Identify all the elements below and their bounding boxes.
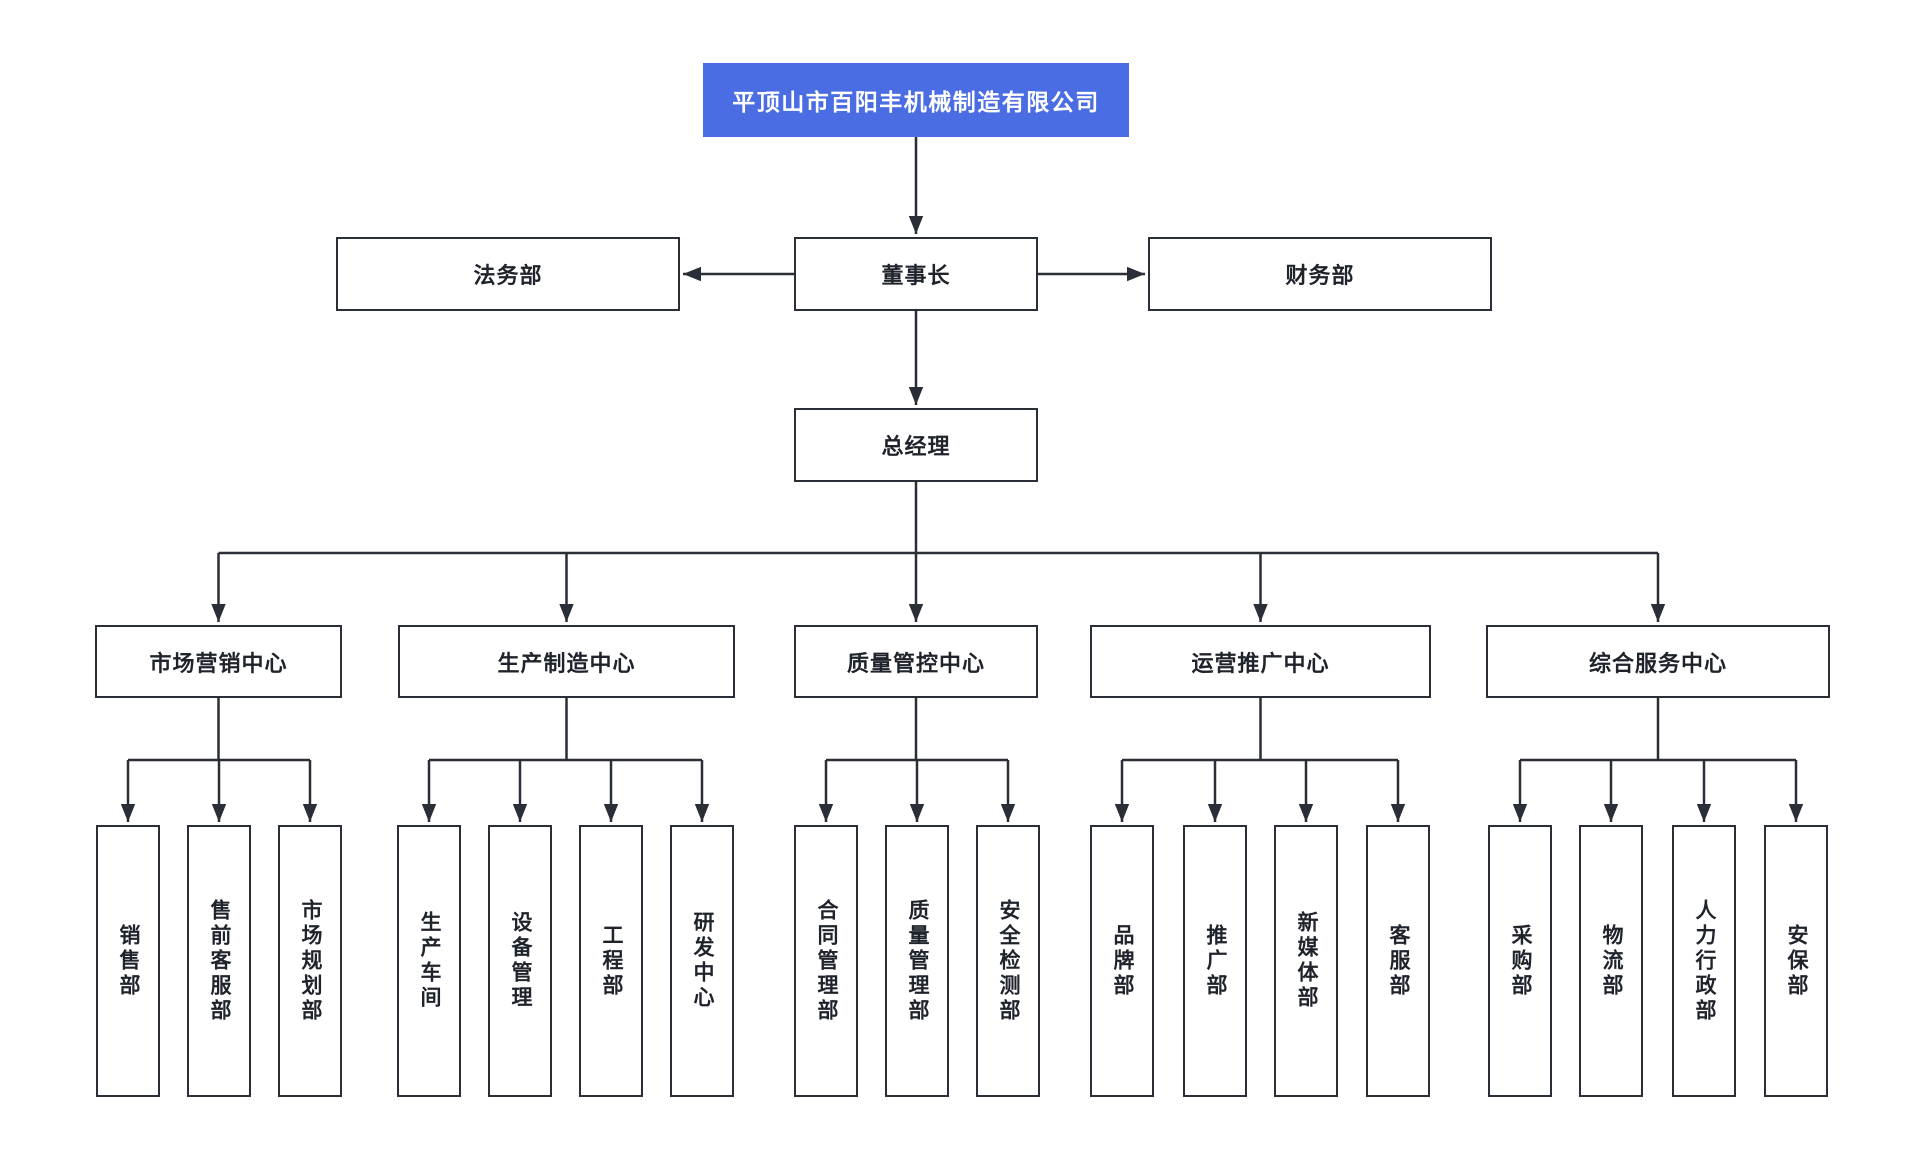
- node-dept-presales-service: 售前客服部: [187, 825, 251, 1097]
- node-dept-customer-service: 客服部: [1366, 825, 1430, 1097]
- node-dept-engineering: 工程部: [579, 825, 643, 1097]
- node-dept-rnd-center: 研发中心: [670, 825, 734, 1097]
- node-dept-brand: 品牌部: [1090, 825, 1154, 1097]
- node-center-services: 综合服务中心: [1486, 625, 1830, 698]
- node-dept-procurement: 采购部: [1488, 825, 1552, 1097]
- node-company-root: 平顶山市百阳丰机械制造有限公司: [703, 63, 1129, 137]
- node-center-operations: 运营推广中心: [1090, 625, 1431, 698]
- node-dept-promotion: 推广部: [1183, 825, 1247, 1097]
- node-dept-quality-management: 质量管理部: [885, 825, 949, 1097]
- node-legal-dept: 法务部: [336, 237, 680, 311]
- node-general-manager: 总经理: [794, 408, 1038, 482]
- node-dept-logistics: 物流部: [1579, 825, 1643, 1097]
- node-center-production: 生产制造中心: [398, 625, 735, 698]
- node-dept-sales: 销售部: [96, 825, 160, 1097]
- node-dept-market-planning: 市场规划部: [278, 825, 342, 1097]
- node-dept-security: 安保部: [1764, 825, 1828, 1097]
- node-dept-production-workshop: 生产车间: [397, 825, 461, 1097]
- node-dept-safety-inspection: 安全检测部: [976, 825, 1040, 1097]
- node-center-marketing: 市场营销中心: [95, 625, 342, 698]
- node-dept-hr-admin: 人力行政部: [1672, 825, 1736, 1097]
- node-center-quality: 质量管控中心: [794, 625, 1038, 698]
- node-dept-new-media: 新媒体部: [1274, 825, 1338, 1097]
- node-finance-dept: 财务部: [1148, 237, 1492, 311]
- node-dept-contract-management: 合同管理部: [794, 825, 858, 1097]
- node-dept-equipment-management: 设备管理: [488, 825, 552, 1097]
- node-chairman: 董事长: [794, 237, 1038, 311]
